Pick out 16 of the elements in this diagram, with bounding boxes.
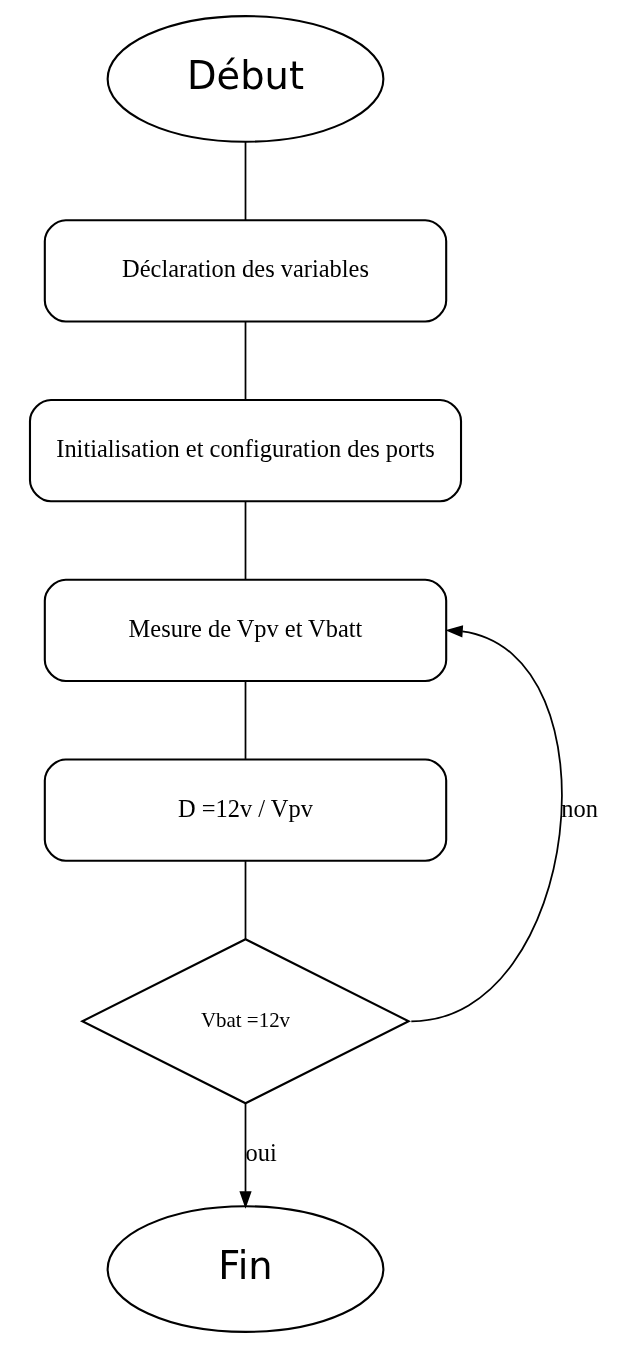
node-ellipse: Fin: [106, 1205, 384, 1333]
arrow: [409, 625, 563, 1023]
node-ellipse: Début: [106, 15, 384, 143]
connector: [244, 680, 246, 760]
connector: [244, 140, 246, 222]
node-box: Mesure de Vpv et Vbatt: [43, 578, 447, 683]
node-box: Déclaration des variables: [43, 219, 447, 323]
edge-label: oui: [245, 1139, 277, 1167]
node-diamond: Vbat =12v: [79, 938, 411, 1105]
connector: [244, 320, 246, 401]
connector: [244, 860, 246, 940]
node-box: D =12v / Vpv: [43, 758, 447, 862]
node-box: Initialisation et configuration des ports: [28, 398, 462, 503]
connector: [244, 500, 246, 581]
edge-label: non: [560, 794, 598, 822]
arrow: [238, 1102, 252, 1209]
